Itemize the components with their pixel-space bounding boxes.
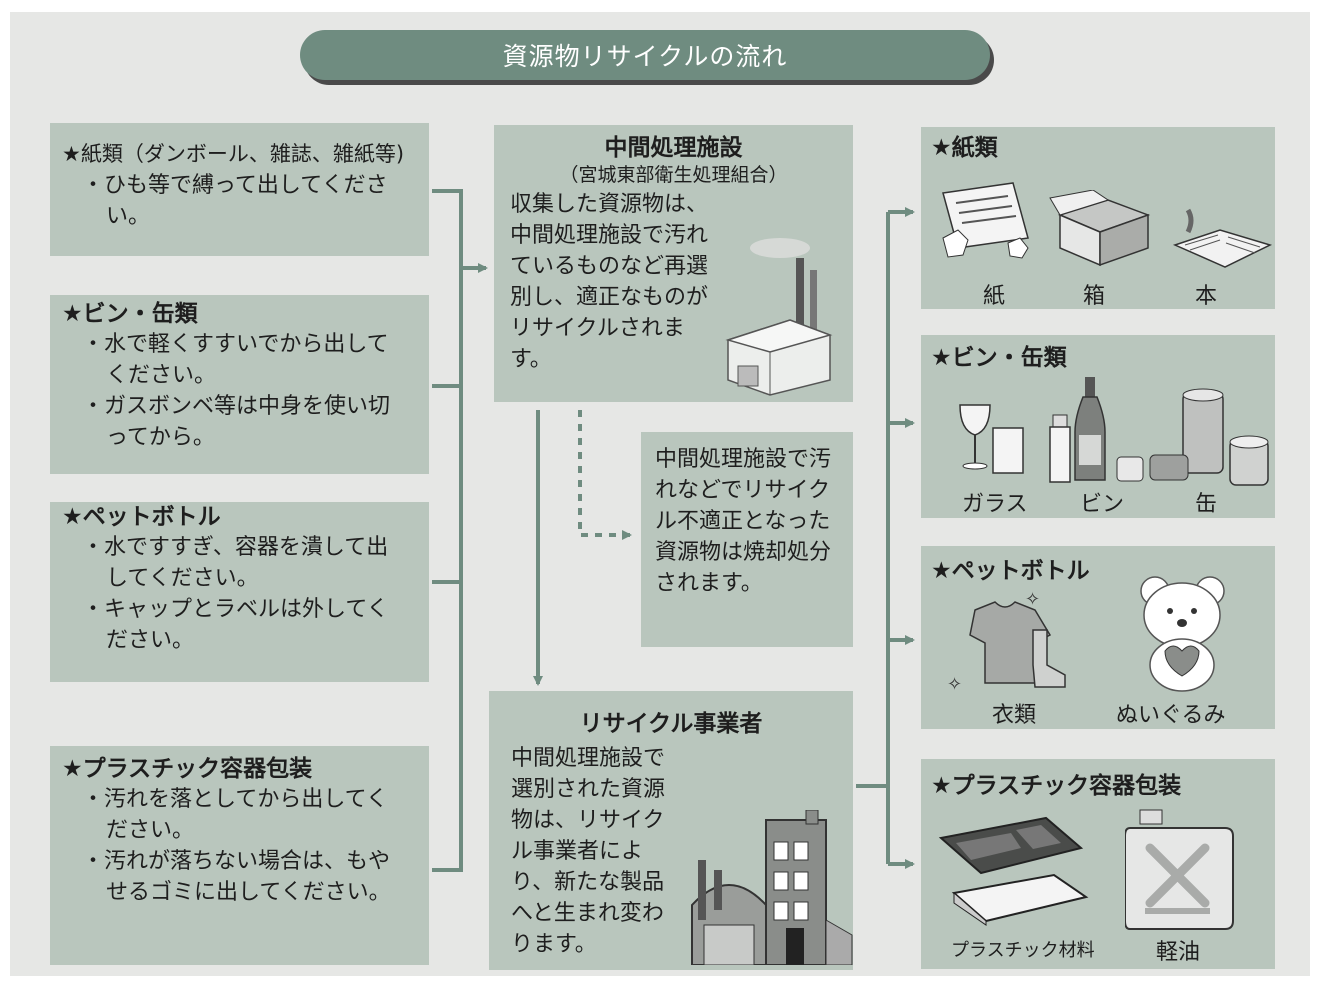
left-pet-note-2: ・キャップとラベルは外してください。 — [82, 597, 389, 653]
right-plastic-box: ★プラスチック容器包装 — [921, 759, 1275, 969]
facility-building-icon — [725, 238, 833, 396]
oil-tank-icon — [1125, 809, 1234, 930]
left-plastic-note-2: ・汚れが落ちない場合は、もやせるゴミに出してください。 — [82, 849, 391, 905]
label-paper: 紙 — [983, 284, 1006, 309]
facility-subtitle: （宮城東部衛生処理組合） — [559, 164, 788, 186]
facility-text: 収集した資源物は、中間処理施設で汚れているものなど再選別し、適正なものがリサイク… — [510, 192, 709, 372]
svg-text:✧: ✧ — [1025, 590, 1040, 610]
label-light-oil: 軽油 — [1156, 940, 1201, 965]
clothes-icon: ✧ ✧ — [947, 590, 1066, 695]
left-bottles-heading: ★ビン・缶類 — [62, 301, 198, 327]
recycler-title: リサイクル事業者 — [579, 711, 763, 737]
factory-icon — [691, 810, 853, 965]
label-clothes: 衣類 — [992, 703, 1037, 728]
left-paper-heading: ★紙類（ダンボール、雑誌、雑紙等) — [62, 142, 405, 166]
left-paper-note: ・ひも等で縛って出してください。 — [82, 173, 388, 229]
left-pet-box: ★ペットボトル ・水ですすぎ、容器を潰して出してください。 ・キャップとラベルは… — [50, 502, 429, 682]
book-icon — [1172, 208, 1273, 268]
left-plastic-box: ★プラスチック容器包装 ・汚れを落としてから出してください。 ・汚れが落ちない場… — [50, 746, 429, 965]
incinerate-box: 中間処理施設で汚れなどでリサイクル不適正となった資源物は焼却処分されます。 — [641, 432, 853, 647]
glass-icon — [959, 404, 1024, 474]
left-bottles-note-1: ・水で軽くすすいでから出してください。 — [82, 332, 389, 388]
left-pet-heading: ★ペットボトル — [62, 504, 221, 530]
teddy-bear-icon — [1140, 576, 1225, 692]
right-paper-heading: ★紙類 — [931, 135, 998, 161]
left-plastic-note-1: ・汚れを落としてから出してください。 — [82, 787, 389, 843]
dotted-arrow-to-incinerate — [578, 410, 632, 540]
left-paper-box: ★紙類（ダンボール、雑誌、雑紙等) ・ひも等で縛って出してください。 — [50, 123, 429, 256]
label-book: 本 — [1195, 284, 1218, 309]
left-bottles-note-2: ・ガスボンベ等は中身を使い切ってから。 — [82, 394, 391, 450]
right-bottles-heading: ★ビン・缶類 — [931, 345, 1067, 371]
label-glass: ガラス — [962, 492, 1028, 517]
cardboard-box-icon — [1049, 190, 1151, 267]
right-pet-heading: ★ペットボトル — [931, 558, 1090, 584]
facility-title: 中間処理施設 — [604, 135, 743, 161]
left-bottles-box: ★ビン・缶類 ・水で軽くすすいでから出してください。 ・ガスボンベ等は中身を使い… — [50, 295, 429, 474]
svg-text:✧: ✧ — [947, 674, 962, 695]
bottle-icon — [1049, 377, 1144, 483]
page-title: 資源物リサイクルの流れ — [300, 30, 990, 80]
left-pet-note-1: ・水ですすぎ、容器を潰して出してください。 — [82, 535, 389, 591]
plastic-tray-icon — [938, 816, 1089, 926]
label-bottle: ビン — [1080, 492, 1125, 517]
can-icon — [1149, 388, 1269, 486]
paper-icon — [942, 182, 1029, 259]
label-stuffed-toy: ぬいぐるみ — [1116, 703, 1226, 728]
left-plastic-heading: ★プラスチック容器包装 — [62, 756, 313, 782]
label-can: 缶 — [1195, 492, 1218, 517]
right-plastic-heading: ★プラスチック容器包装 — [931, 773, 1182, 799]
label-box: 箱 — [1083, 284, 1106, 309]
incinerate-text: 中間処理施設で汚れなどでリサイクル不適正となった資源物は焼却処分されます。 — [655, 447, 832, 596]
recycler-text: 中間処理施設で選別された資源物は、リサイクル事業者により、新たな製品へと生まれ変… — [511, 746, 666, 957]
label-plastic-material: プラスチック材料 — [951, 940, 1095, 961]
